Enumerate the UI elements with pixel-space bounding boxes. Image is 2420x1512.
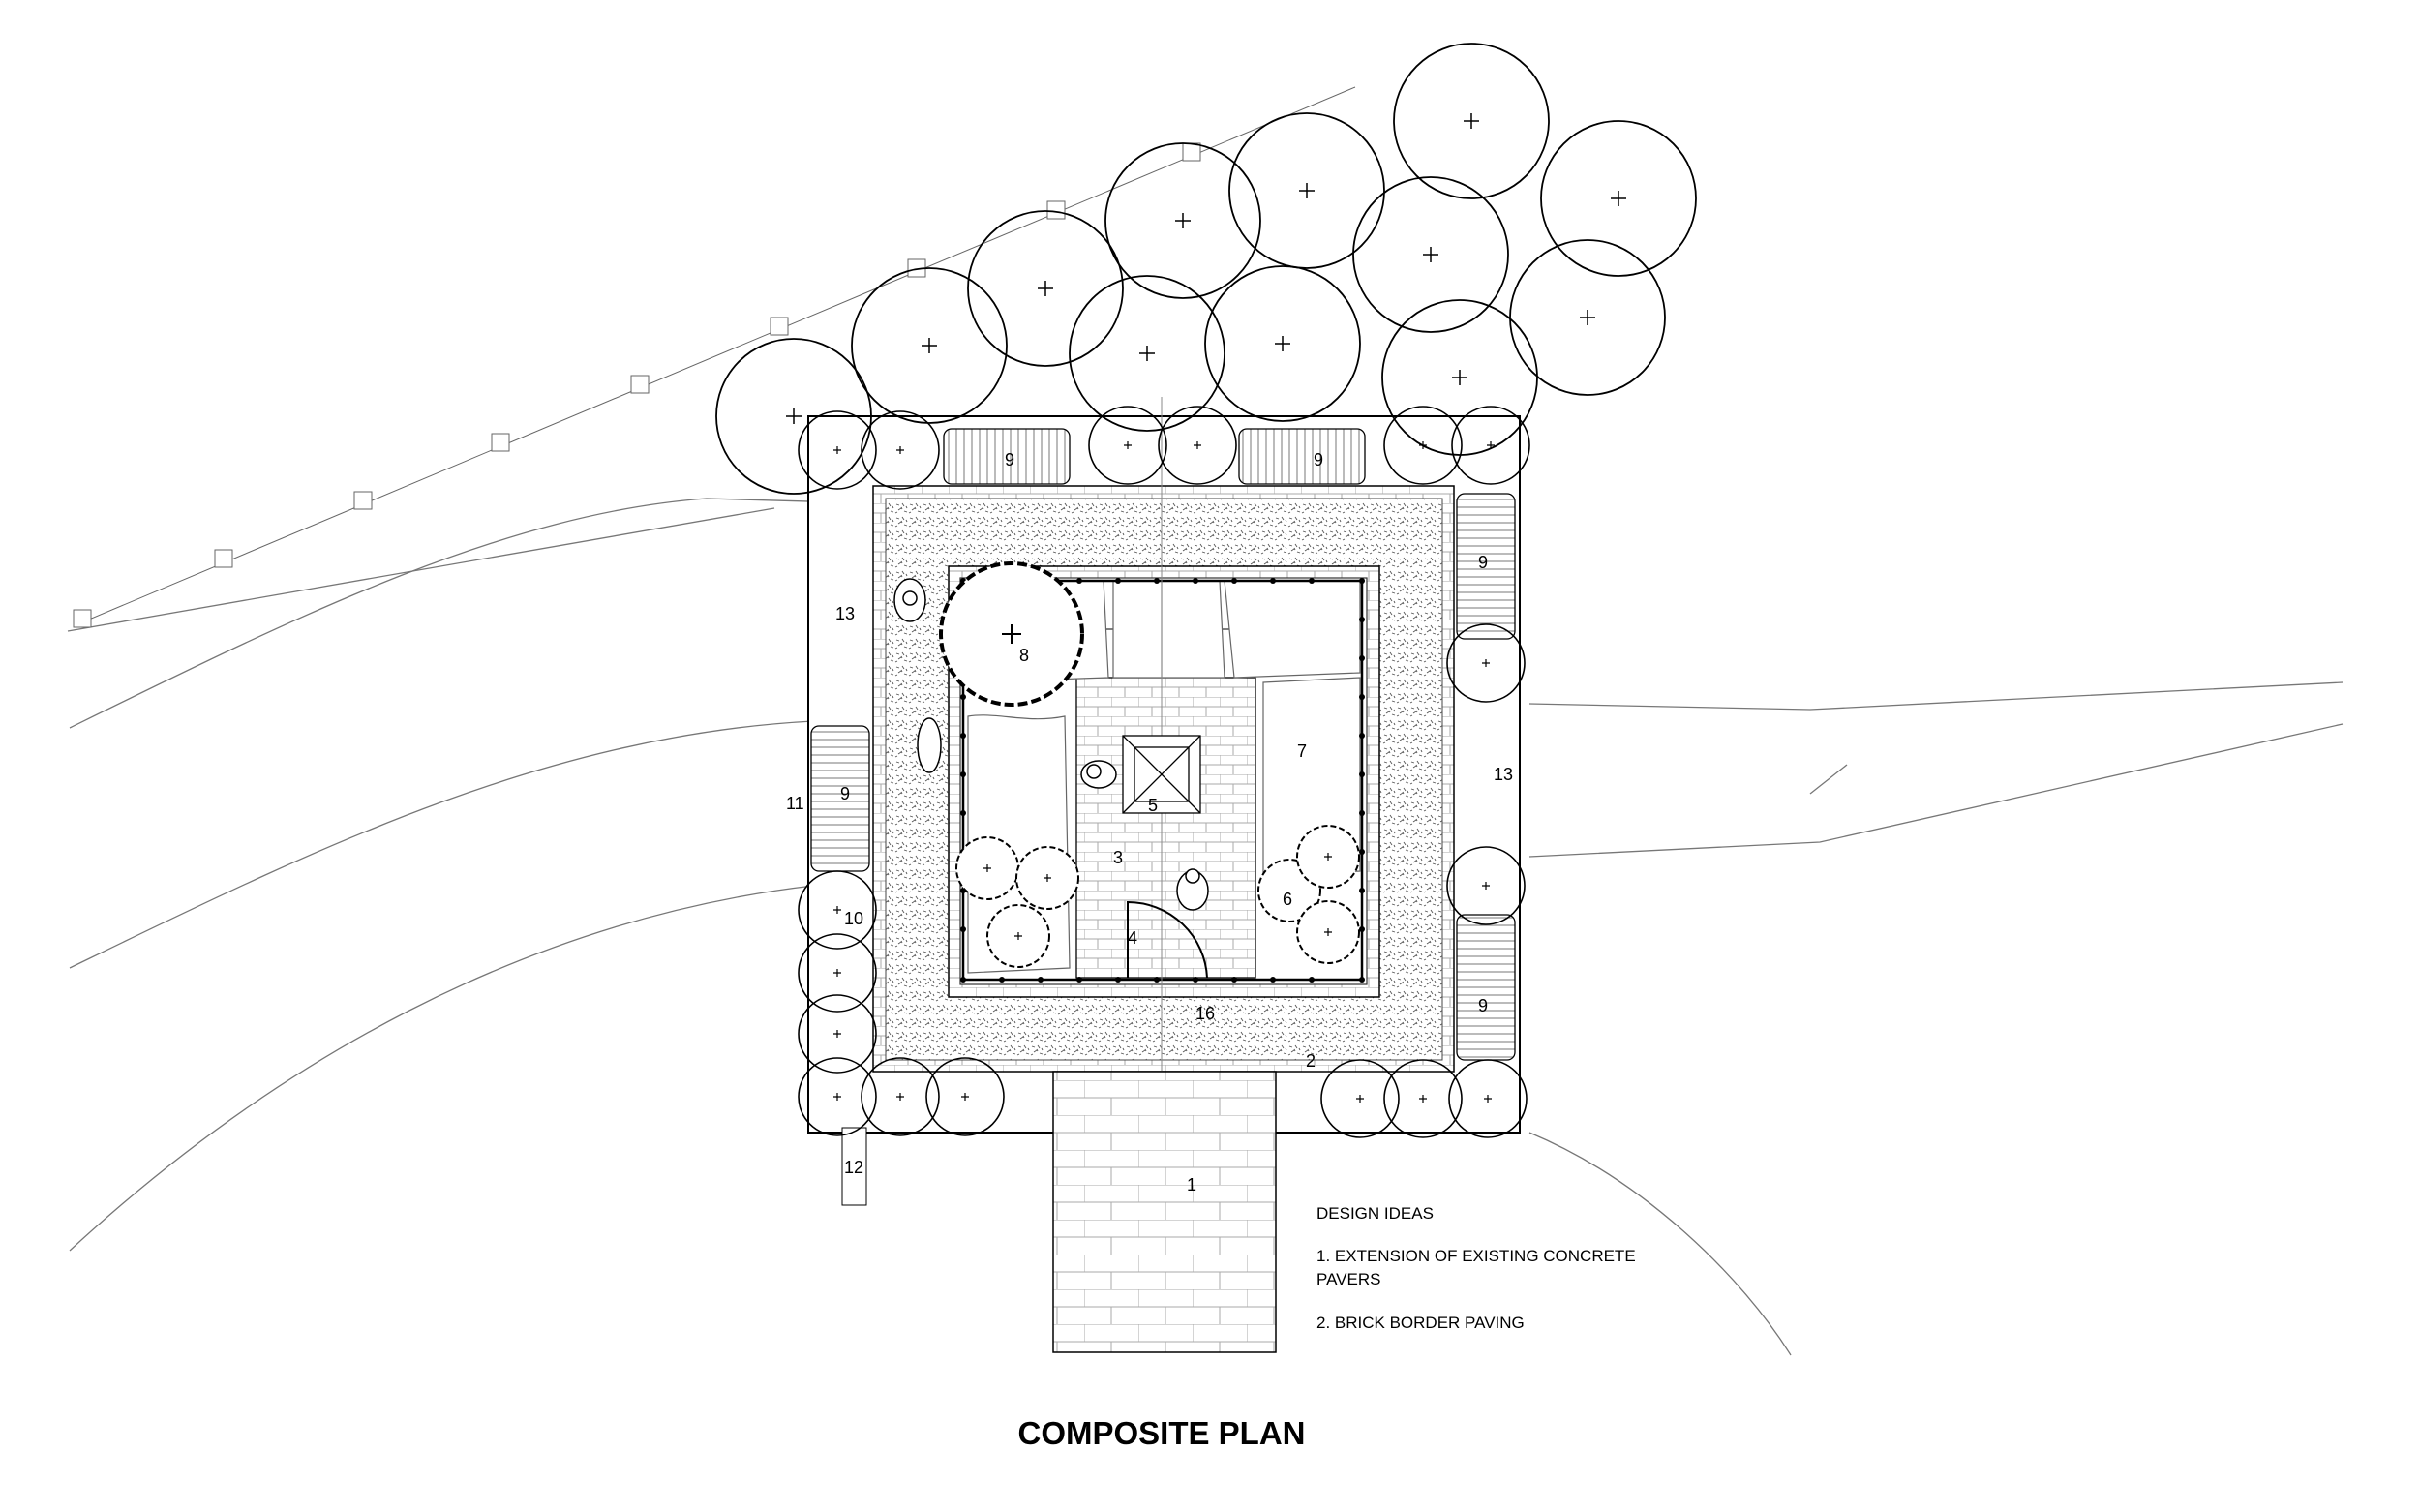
entry-gate <box>1127 900 1208 979</box>
label-13a: 13 <box>835 604 855 623</box>
notes-heading: DESIGN IDEAS <box>1316 1204 1434 1223</box>
site-lines <box>67 498 2344 1356</box>
benches <box>810 428 1516 1061</box>
label-8: 8 <box>1019 646 1029 665</box>
central-brick-courtyard <box>1075 628 1256 979</box>
notes-item1-line1: 1. EXTENSION OF EXISTING CONCRETE <box>1316 1247 1636 1265</box>
design-ideas-notes: DESIGN IDEAS 1. EXTENSION OF EXISTING CO… <box>1316 1204 1636 1332</box>
label-12: 12 <box>844 1158 863 1177</box>
plan-labels: 1 2 3 4 5 6 7 8 9 9 9 9 9 10 11 12 13 13… <box>786 450 1513 1194</box>
plan-title: COMPOSITE PLAN <box>1017 1415 1305 1451</box>
label-9d: 9 <box>1478 996 1488 1015</box>
feature-tree-8 <box>939 561 1084 707</box>
notes-item1-line2: PAVERS <box>1316 1270 1380 1288</box>
label-16: 16 <box>1195 1004 1215 1023</box>
canopy-trees <box>715 43 1697 495</box>
label-3: 3 <box>1113 848 1123 867</box>
notes-item2: 2. BRICK BORDER PAVING <box>1316 1314 1525 1332</box>
label-6: 6 <box>1283 890 1292 909</box>
people-figures <box>893 578 1209 911</box>
label-2: 2 <box>1306 1051 1316 1071</box>
label-10: 10 <box>844 909 863 928</box>
marker-12 <box>841 1127 867 1206</box>
canopy-tree-centers <box>786 113 1626 424</box>
border-tree-centers <box>833 441 1495 1103</box>
shrub-centers <box>983 853 1332 940</box>
sculpture-pyramid <box>1122 735 1201 814</box>
concrete-paver-path <box>1052 1071 1277 1353</box>
label-4: 4 <box>1128 928 1137 948</box>
label-11: 11 <box>786 794 804 813</box>
label-9e: 9 <box>840 784 850 803</box>
label-13b: 13 <box>1494 765 1513 784</box>
label-9b: 9 <box>1314 450 1323 469</box>
label-9a: 9 <box>1005 450 1014 469</box>
label-5: 5 <box>1148 796 1158 815</box>
property-boundary <box>73 86 1356 628</box>
label-9c: 9 <box>1478 553 1488 572</box>
label-7: 7 <box>1297 741 1307 761</box>
label-1: 1 <box>1187 1175 1196 1194</box>
inner-fence <box>960 578 1365 983</box>
border-trees <box>798 406 1530 1138</box>
